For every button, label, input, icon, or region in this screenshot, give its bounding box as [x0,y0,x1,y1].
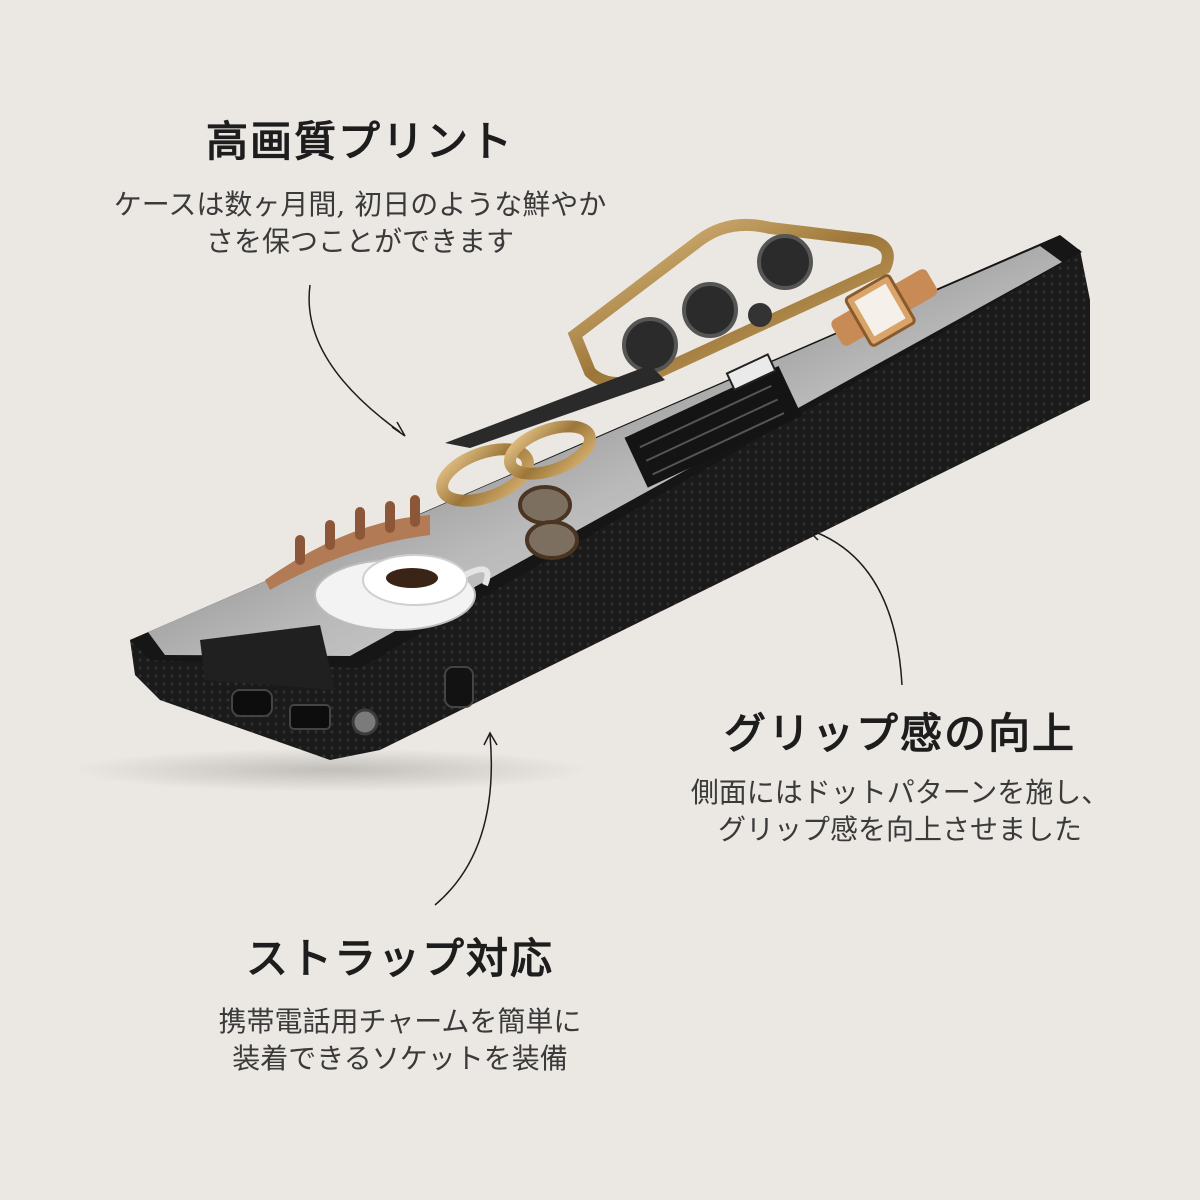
strap-socket [351,708,379,736]
feature-print: 高画質プリント ケースは数ヶ月間, 初日のような鮮やか さを保つことができます [0,108,720,261]
case-bottom-lip [200,625,335,690]
feature-grip: グリップ感の向上 側面にはドットパターンを施し、 グリップ感を向上させました [600,700,1200,849]
feature-print-line-2: さを保つことができます [205,224,514,258]
camera-lens-4 [748,303,772,327]
coffee-cup-sticker [314,554,491,631]
side-button [444,666,474,708]
case-back-panel [148,246,1062,656]
arrow-print [308,284,401,433]
feature-strap-line-2: 装着できるソケットを装備 [232,1041,568,1075]
camera-lens-1 [622,317,678,373]
feature-strap-desc: 携帯電話用チャームを簡単に 装着できるソケットを装備 [0,1004,800,1078]
feature-strap-title: ストラップ対応 [245,934,554,983]
sunglasses-sticker [518,485,579,560]
pen-sticker [445,365,665,448]
arrow-strap [434,734,493,906]
hair-clip-sticker [265,495,430,590]
feature-print-desc: ケースは数ヶ月間, 初日のような鮮やか さを保つことができます [0,187,720,261]
earrings-sticker [436,420,597,507]
feature-strap: ストラップ対応 携帯電話用チャームを簡単に 装着できるソケットを装備 [0,925,800,1078]
notebook-sticker [624,353,802,488]
feature-print-line-1: ケースは数ヶ月間, 初日のような鮮やか [113,188,607,221]
feature-strap-line-1: 携帯電話用チャームを簡単に [218,1005,582,1038]
camera-lens-2 [682,282,738,338]
feature-grip-line-1: 側面にはドットパターンを施し、 [690,776,1110,809]
arrow-grip [809,529,903,686]
watch-sticker [831,269,938,347]
feature-grip-line-2: グリップ感を向上させました [717,812,1082,846]
case-shadow [70,748,590,792]
camera-lens-3 [757,234,813,290]
feature-grip-desc: 側面にはドットパターンを施し、 グリップ感を向上させました [600,775,1200,849]
bottom-ports [231,689,379,736]
feature-grip-title: グリップ感の向上 [723,709,1076,758]
feature-print-title: 高画質プリント [205,117,514,166]
